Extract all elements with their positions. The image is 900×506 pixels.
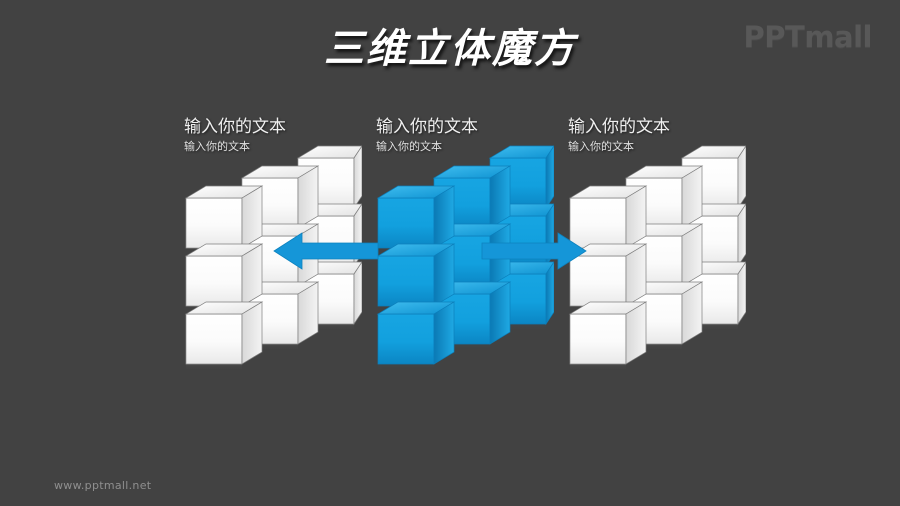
page-title: 三维立体魔方 (324, 26, 576, 72)
arrow-left-icon[interactable] (272, 228, 380, 274)
arrow-right-icon[interactable] (480, 228, 588, 274)
cube-stack-white-right (568, 145, 746, 370)
cube-group-left-title: 输入你的文本 (184, 117, 286, 137)
cube-group-right-title: 输入你的文本 (568, 117, 670, 137)
footer-url[interactable]: www.pptmall.net (54, 479, 152, 492)
cube-group-right[interactable]: 输入你的文本 输入你的文本 (562, 112, 746, 372)
cube-group-center-title: 输入你的文本 (376, 117, 478, 137)
cube-group-right-subtitle: 输入你的文本 (568, 140, 634, 153)
brand-logo: PPTmall (743, 20, 873, 54)
cube-group-left-subtitle: 输入你的文本 (184, 140, 250, 153)
cube-group-center-subtitle: 输入你的文本 (376, 140, 442, 153)
